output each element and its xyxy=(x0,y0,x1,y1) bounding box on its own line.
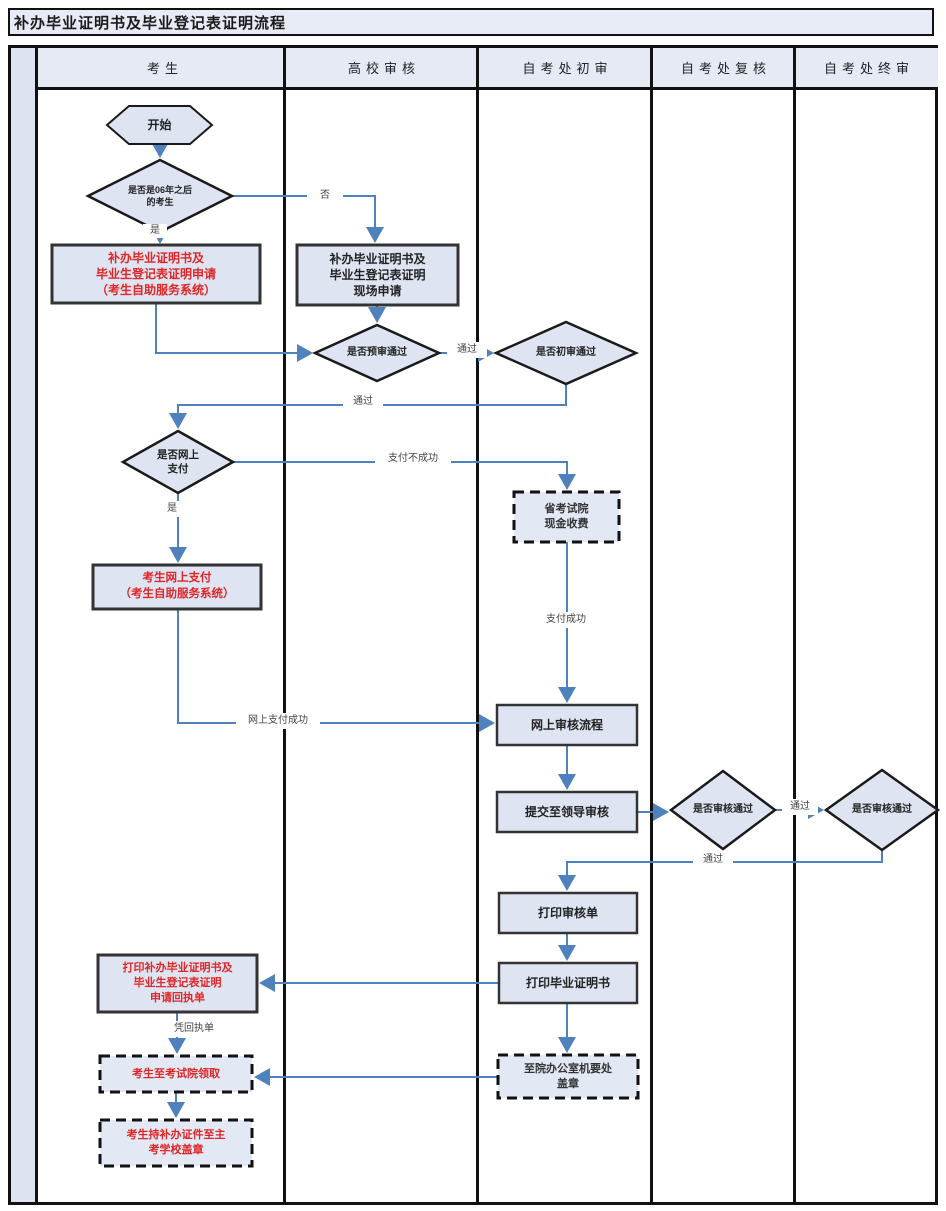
shapes xyxy=(50,105,941,1014)
lane-header-university: 高校审核 xyxy=(347,61,420,76)
apply-onsite-label: 补办毕业证明书及 毕业生登记表证明 现场申请 xyxy=(329,251,426,299)
edge-onlinepay-to-onlinereview xyxy=(177,609,495,732)
online-pay-label: 考生网上支付 （考生自助服务系统） xyxy=(119,572,235,600)
online-review-label: 网上审核流程 xyxy=(530,717,603,732)
lane-header-row xyxy=(38,45,938,90)
submit-leader-label: 提交至领导审核 xyxy=(524,804,609,819)
edge-label-pay-fail: 支付不成功 xyxy=(375,451,451,467)
office-stamp-label: 至院办公室机要处 盖章 xyxy=(524,1062,612,1090)
edge-apply-online-to-prereview xyxy=(155,303,313,362)
edge-no-to-apply-onsite xyxy=(232,195,384,243)
stamp-school-label: 考生持补办证件至主 考学校盖章 xyxy=(126,1129,226,1156)
start-shape xyxy=(105,105,214,145)
online-pay-box xyxy=(91,563,263,611)
print-review-form-box xyxy=(497,891,639,935)
recheck-decision-shape xyxy=(668,769,778,851)
lane-header-candidate: 考生 xyxy=(146,61,183,76)
apply-onsite-box xyxy=(295,243,460,307)
edge-label-no: 否 xyxy=(307,188,343,204)
edge-label-yes-after-2006: 是 xyxy=(143,224,167,238)
edge-label-pass-pre-review: 通过 xyxy=(447,342,487,358)
lane-divider xyxy=(476,45,479,1205)
connectors xyxy=(151,142,883,1118)
final-decision-label: 是否审核通过 xyxy=(852,804,912,816)
cash-pay-label: 省考试院 现金收费 xyxy=(544,503,589,530)
edge-label-pass-initial-review: 通过 xyxy=(343,394,383,410)
lane-divider xyxy=(283,45,286,1205)
edge-label-pay-success: 支付成功 xyxy=(536,612,596,628)
dashed-shapes xyxy=(98,490,640,1168)
edge-label-yes-online-pay: 是 xyxy=(158,501,186,517)
lane-header-final: 自考处终审 xyxy=(823,61,914,76)
submit-leader-box xyxy=(495,790,639,834)
online-pay-decision-shape xyxy=(120,429,236,495)
edge-payfail-to-cashpay xyxy=(233,461,576,490)
recheck-decision-label: 是否审核通过 xyxy=(693,804,753,816)
online-review-box xyxy=(495,703,639,747)
left-margin-strip xyxy=(8,45,38,1205)
page-title: 补办毕业证明书及毕业登记表证明流程 xyxy=(8,8,934,36)
lane-divider xyxy=(793,45,796,1205)
edge-label-pass-recheck: 通过 xyxy=(782,799,818,815)
apply-online-box xyxy=(50,243,262,305)
online-pay-decision-label: 是否网上 支付 xyxy=(157,448,199,475)
cash-pay-box xyxy=(512,490,621,544)
print-review-form-label: 打印审核单 xyxy=(537,905,598,920)
print-receipt-box xyxy=(96,953,259,1014)
decision-after-2006-label: 是否是06年之后 的考生 xyxy=(127,184,192,207)
start-label: 开始 xyxy=(147,117,172,132)
initial-review-decision-label: 是否初审通过 xyxy=(536,347,596,359)
print-receipt-label: 打印补办毕业证明书及 毕业生登记表证明 申请回执单 xyxy=(122,962,233,1004)
edge-label-pass-final: 通过 xyxy=(693,852,733,868)
collect-box xyxy=(98,1054,254,1094)
edge-label-with-receipt: 凭回执单 xyxy=(162,1021,226,1037)
initial-review-decision-shape xyxy=(492,320,640,386)
stamp-school-box xyxy=(98,1118,254,1168)
print-certificate-label: 打印毕业证明书 xyxy=(525,975,610,990)
lane-divider xyxy=(650,45,653,1205)
lane-header-initial: 自考处初审 xyxy=(522,61,613,76)
office-stamp-box xyxy=(496,1053,640,1100)
apply-online-label: 补办毕业证明书及 毕业生登记表证明申请 （考生自助服务系统） xyxy=(95,250,216,298)
edge-label-online-pay-success: 网上支付成功 xyxy=(236,713,320,729)
pre-review-decision-label: 是否预审通过 xyxy=(347,347,407,359)
pre-review-decision-shape xyxy=(311,323,443,383)
lane-header-recheck: 自考处复核 xyxy=(680,61,771,76)
final-decision-shape xyxy=(823,768,941,852)
collect-label: 考生至考试院领取 xyxy=(132,1067,220,1080)
print-certificate-box xyxy=(497,961,639,1005)
